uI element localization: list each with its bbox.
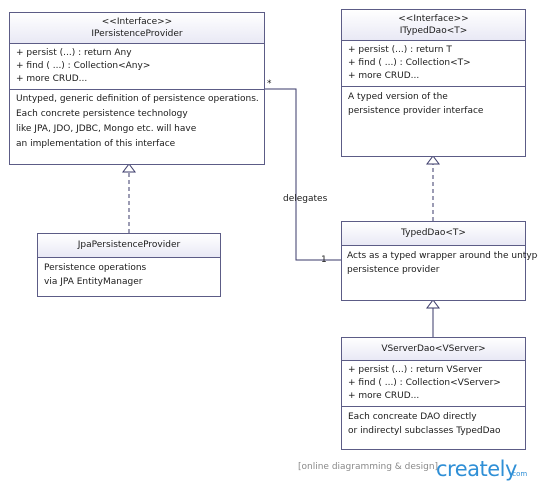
method: + persist (...) : return Any — [16, 48, 132, 58]
jpa-realization-arrowhead — [122, 163, 136, 173]
itypeddao-stereotype: <<Interface>> — [398, 14, 469, 24]
vserverdao-class[interactable]: VServerDao<VServer> + persist (...) : re… — [341, 337, 526, 450]
vserverdao-header: VServerDao<VServer> — [342, 338, 525, 360]
typeddao-header: TypedDao<T> — [342, 222, 525, 245]
vserverdao-name: VServerDao<VServer> — [381, 344, 486, 354]
method: + find ( ...) : Collection<Any> — [16, 61, 151, 71]
creately-logo-suffix: .com — [510, 470, 528, 478]
note-line: Each concreate DAO directly — [348, 412, 477, 422]
association-target-multiplicity: 1 — [321, 255, 327, 265]
note-line: Acts as a typed wrapper around the untyp… — [347, 251, 538, 261]
ipersistenceprovider-notes: Untyped, generic definition of persisten… — [10, 89, 264, 155]
method: + more CRUD... — [348, 71, 420, 81]
note-line: like JPA, JDO, JDBC, Mongo etc. will hav… — [16, 124, 197, 134]
itypeddao-methods: + persist (...) : return T + find ( ...)… — [342, 40, 525, 86]
itypeddao-header: <<Interface>> ITypedDao<T> — [342, 10, 525, 40]
delegates-association-line[interactable] — [264, 88, 341, 261]
method: + find ( ...) : Collection<T> — [348, 58, 471, 68]
note-line: Each concrete persistence technology — [16, 109, 188, 119]
method: + more CRUD... — [348, 391, 420, 401]
vserver-generalization-arrowhead — [426, 299, 440, 309]
note-line: persistence provider interface — [348, 106, 484, 116]
ipersistenceprovider-class[interactable]: <<Interface>> IPersistenceProvider + per… — [9, 12, 265, 165]
vserverdao-notes: Each concreate DAO directly or indirecty… — [342, 406, 525, 441]
typeddao-class[interactable]: TypedDao<T> Acts as a typed wrapper arou… — [341, 221, 538, 301]
creately-logo[interactable]: creately — [436, 457, 517, 481]
note-line: via JPA EntityManager — [44, 277, 143, 287]
typeddao-realization-arrowhead — [426, 155, 440, 165]
itypeddao-notes: A typed version of the persistence provi… — [342, 86, 525, 121]
association-label: delegates — [283, 194, 328, 204]
itypeddao-name: ITypedDao<T> — [399, 26, 468, 36]
method: + persist (...) : return VServer — [348, 365, 483, 375]
jpapersistenceprovider-class[interactable]: JpaPersistenceProvider Persistence opera… — [37, 233, 221, 297]
note-line: or indirectyl subclasses TypedDao — [348, 426, 501, 436]
ipersistenceprovider-stereotype: <<Interface>> — [101, 17, 173, 27]
jpapersistenceprovider-name: JpaPersistenceProvider — [77, 240, 181, 250]
jpapersistenceprovider-notes: Persistence operations via JPA EntityMan… — [38, 257, 220, 292]
ipersistenceprovider-methods: + persist (...) : return Any + find ( ..… — [10, 43, 264, 89]
ipersistenceprovider-name: IPersistenceProvider — [91, 29, 183, 39]
note-line: Persistence operations — [44, 263, 147, 273]
note-line: A typed version of the — [348, 92, 448, 102]
method: + persist (...) : return T — [348, 45, 452, 55]
note-line: persistence provider — [347, 265, 440, 275]
method: + more CRUD... — [16, 74, 88, 84]
association-source-multiplicity: * — [267, 79, 272, 89]
itypeddao-class[interactable]: <<Interface>> ITypedDao<T> + persist (..… — [341, 9, 526, 157]
note-line: an implementation of this interface — [16, 139, 176, 149]
ipersistenceprovider-header: <<Interface>> IPersistenceProvider — [10, 13, 264, 43]
typeddao-name: TypedDao<T> — [401, 228, 466, 238]
method: + find ( ...) : Collection<VServer> — [348, 378, 501, 388]
typeddao-notes: Acts as a typed wrapper around the untyp… — [342, 245, 538, 280]
footer-tagline: [online diagramming & design] — [298, 462, 439, 472]
vserverdao-methods: + persist (...) : return VServer + find … — [342, 360, 525, 406]
note-line: Untyped, generic definition of persisten… — [16, 94, 259, 104]
jpapersistenceprovider-header: JpaPersistenceProvider — [38, 234, 220, 257]
